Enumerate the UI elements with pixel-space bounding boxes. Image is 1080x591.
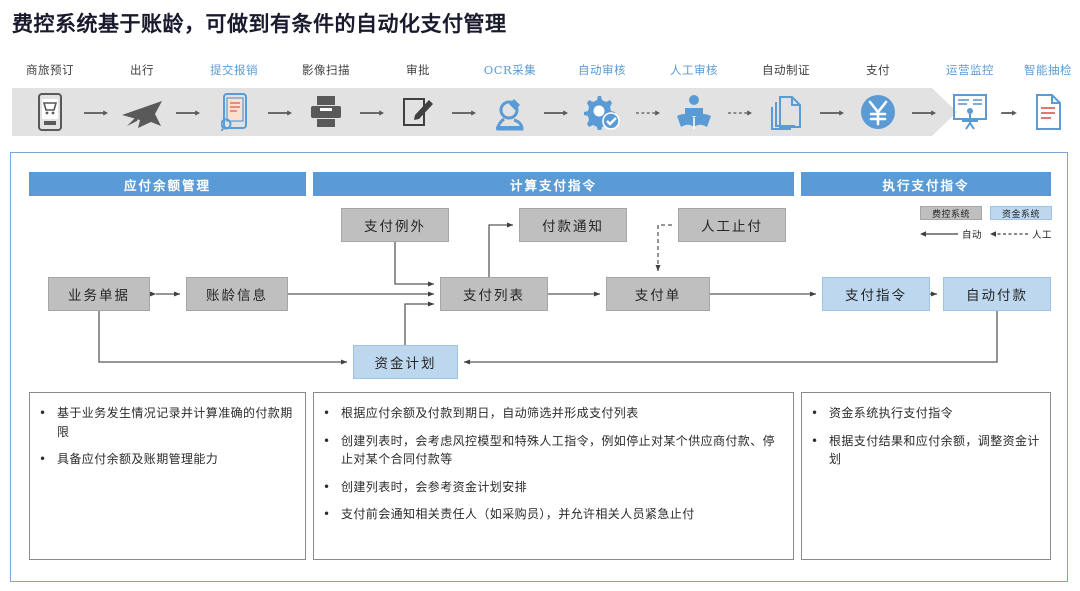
legend-line-manual: 人工 — [990, 226, 1054, 242]
detail-panel-payable-balance: • 基于业务发生情况记录并计算准确的付款期限 • 具备应付余额及账期管理能力 — [29, 392, 306, 560]
bullet-text: 基于业务发生情况记录并计算准确的付款期限 — [57, 406, 293, 439]
process-arrow-10 — [1001, 110, 1017, 116]
flow-node-fukuantongzhi[interactable]: 付款通知 — [519, 208, 627, 242]
panel-1-bullet-0: • 根据应付余额及付款到期日，自动筛选并形成支付列表 — [323, 404, 784, 423]
documents-icon — [764, 90, 808, 134]
flow-node-zhifuliebiao[interactable]: 支付列表 — [440, 277, 548, 311]
panel-0-bullet-0: • 基于业务发生情况记录并计算准确的付款期限 — [39, 404, 296, 441]
process-step-label-6: 自动审核 — [578, 63, 626, 77]
process-arrow-5 — [544, 110, 568, 116]
process-arrow-8 — [820, 110, 844, 116]
process-step-label-0: 商旅预订 — [26, 63, 74, 77]
detail-panel-compute-instruction: • 根据应付余额及付款到期日，自动筛选并形成支付列表 • 创建列表时，会考虑风控… — [313, 392, 794, 560]
process-step-label-7: 人工审核 — [670, 63, 718, 77]
mobile-cart-icon — [28, 90, 72, 134]
bullet-text: 创建列表时，会参考资金计划安排 — [341, 479, 528, 494]
process-arrow-3 — [360, 110, 384, 116]
flow-node-zhifudan[interactable]: 支付单 — [606, 277, 710, 311]
flow-node-zhifuzhiling[interactable]: 支付指令 — [822, 277, 930, 311]
legend-label-manual: 人工 — [1032, 230, 1053, 241]
bullet-icon: • — [323, 406, 331, 420]
process-arrow-7 — [728, 110, 752, 116]
panel-1-bullet-2: • 创建列表时，会参考资金计划安排 — [323, 478, 784, 497]
process-arrow-9 — [912, 110, 936, 116]
process-step-label-9: 支付 — [866, 63, 890, 77]
legend-line-automatic: 自动 — [920, 226, 984, 242]
bullet-icon: • — [811, 406, 819, 420]
bullet-text: 创建列表时，会考虑风控模型和特殊人工指令，例如停止对某个供应商付款、停止对某个合… — [341, 433, 776, 467]
bullet-text: 根据支付结果和应付余额，调整资金计划 — [829, 433, 1040, 467]
process-flow-bar: 商旅预订 出行 提交报销 影像扫描 审批 OCR采集 自动审核 人工审核 自动制证 支付 运营监控 智… — [12, 62, 1072, 144]
section-header-payable-balance: 应付余额管理 — [29, 172, 306, 196]
section-header-compute-instruction: 计算支付指令 — [313, 172, 794, 196]
process-step-label-8: 自动制证 — [762, 63, 810, 77]
panel-0-bullet-1: • 具备应付余额及账期管理能力 — [39, 450, 296, 469]
process-arrow-0 — [84, 110, 108, 116]
person-read-icon — [672, 90, 716, 134]
flow-node-zhanglingxinxi[interactable]: 账龄信息 — [186, 277, 288, 311]
bullet-icon: • — [39, 452, 47, 467]
bullet-text: 支付前会通知相关责任人（如采购员），并允许相关人员紧急止付 — [341, 507, 695, 522]
legend-label-automatic: 自动 — [962, 230, 983, 241]
flow-node-rengongzhifu[interactable]: 人工止付 — [678, 208, 786, 242]
airplane-icon — [120, 90, 164, 134]
bullet-icon: • — [323, 507, 331, 522]
bullet-text: 具备应付余额及账期管理能力 — [57, 452, 219, 467]
flow-node-zhifuliwai[interactable]: 支付例外 — [341, 208, 449, 242]
section-header-execute-instruction: 执行支付指令 — [801, 172, 1051, 196]
flow-node-yewudanju[interactable]: 业务单据 — [48, 277, 150, 311]
flow-node-zidongfukuan[interactable]: 自动付款 — [943, 277, 1051, 311]
bullet-icon: • — [811, 433, 819, 448]
sign-doc-icon — [396, 90, 440, 134]
bullet-icon: • — [39, 406, 47, 420]
bullet-text: 根据应付余额及付款到期日，自动筛选并形成支付列表 — [341, 406, 639, 420]
microscope-icon — [488, 90, 532, 134]
legend-dashed-arrow-icon — [990, 231, 1028, 237]
page-title: 费控系统基于账龄，可做到有条件的自动化支付管理 — [12, 11, 507, 36]
yen-circle-icon — [856, 90, 900, 134]
panel-2-bullet-0: • 资金系统执行支付指令 — [811, 404, 1041, 423]
legend-chip-expense-system: 费控系统 — [920, 206, 982, 220]
bullet-icon: • — [323, 479, 331, 494]
legend-solid-arrow-icon — [920, 231, 958, 237]
process-step-label-2: 提交报销 — [210, 63, 258, 77]
panel-1-bullet-3: • 支付前会通知相关责任人（如采购员），并允许相关人员紧急止付 — [323, 505, 784, 524]
panel-1-bullet-1: • 创建列表时，会考虑风控模型和特殊人工指令，例如停止对某个供应商付款、停止对某… — [323, 432, 784, 469]
bullet-icon: • — [323, 433, 331, 448]
process-arrow-1 — [176, 110, 200, 116]
process-step-label-10: 运营监控 — [946, 63, 994, 77]
process-step-label-1: 出行 — [130, 63, 154, 77]
detail-panel-execute-instruction: • 资金系统执行支付指令 • 根据支付结果和应付余额，调整资金计划 — [801, 392, 1051, 560]
presenter-icon — [948, 90, 992, 134]
process-step-label-4: 审批 — [406, 63, 430, 77]
bullet-text: 资金系统执行支付指令 — [829, 406, 954, 420]
flow-node-zijinjihua[interactable]: 资金计划 — [353, 345, 458, 379]
mobile-doc-icon — [212, 90, 256, 134]
process-step-label-11: 智能抽检 — [1024, 63, 1072, 77]
process-arrow-6 — [636, 110, 660, 116]
process-step-label-5: OCR采集 — [483, 63, 537, 77]
scanner-icon — [304, 90, 348, 134]
legend: 费控系统 资金系统 自动 人工 — [920, 206, 1060, 248]
gear-check-icon — [580, 90, 624, 134]
process-arrow-4 — [452, 110, 476, 116]
report-doc-icon — [1026, 90, 1070, 134]
process-arrow-2 — [268, 110, 292, 116]
process-step-label-3: 影像扫描 — [302, 63, 350, 77]
panel-2-bullet-1: • 根据支付结果和应付余额，调整资金计划 — [811, 432, 1041, 469]
legend-chip-treasury-system: 资金系统 — [990, 206, 1052, 220]
